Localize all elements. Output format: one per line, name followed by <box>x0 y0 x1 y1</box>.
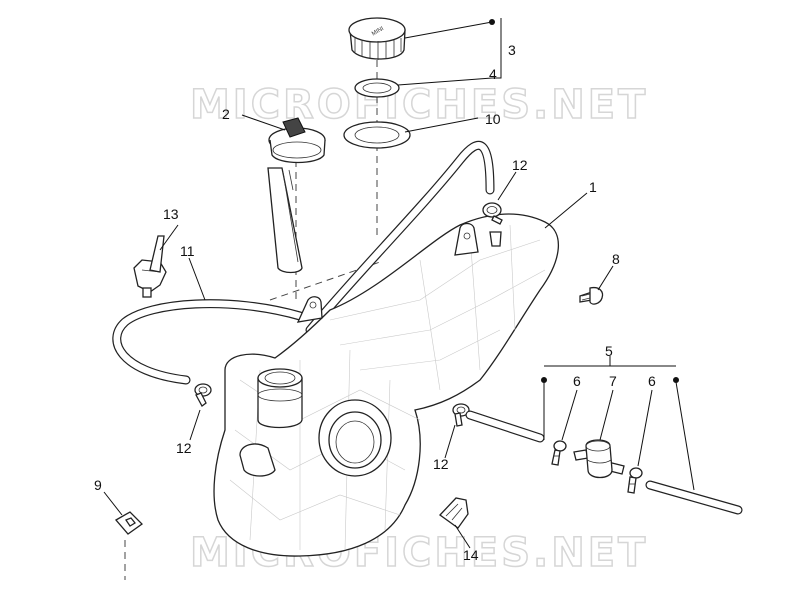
callout-9: 9 <box>94 477 102 493</box>
hose-clamp-left <box>194 383 212 407</box>
callout-12-left: 12 <box>176 440 192 456</box>
callout-10: 10 <box>485 111 501 127</box>
callout-13: 13 <box>163 206 179 222</box>
callout-7: 7 <box>609 373 617 389</box>
fuel-level-sender <box>267 117 326 274</box>
tank-filler-neck <box>257 377 303 429</box>
callout-8: 8 <box>612 251 620 267</box>
callout-3: 3 <box>508 42 516 58</box>
callout-2: 2 <box>222 106 230 122</box>
cap-gasket <box>354 78 400 98</box>
callout-11: 11 <box>180 243 195 259</box>
fuel-tank <box>213 213 559 557</box>
callout-5: 5 <box>605 343 613 359</box>
breather-assembly <box>465 410 743 515</box>
callout-14: 14 <box>463 547 479 563</box>
vent-valve <box>133 235 167 298</box>
callout-labels: 1 2 3 4 5 6 6 7 8 9 10 11 12 12 12 13 14 <box>94 42 656 563</box>
cap-logo-text: MINI <box>371 26 385 38</box>
callout-4: 4 <box>489 66 497 82</box>
mounting-bolt <box>579 286 604 305</box>
vent-hose-left <box>112 299 305 385</box>
callout-6-right: 6 <box>648 373 656 389</box>
tank-tab-left <box>296 296 323 323</box>
hose-clamp-top <box>482 202 503 225</box>
leader-lines <box>103 18 695 549</box>
callout-1: 1 <box>589 179 597 195</box>
inline-filter <box>573 439 625 479</box>
filler-cap: MINI <box>348 17 406 60</box>
sender-gasket <box>343 121 411 149</box>
clip-nut <box>114 511 144 535</box>
callout-12-center: 12 <box>433 456 449 472</box>
callout-6-left: 6 <box>573 373 581 389</box>
hose-clamp-6-right <box>627 467 643 494</box>
callout-12-top: 12 <box>512 157 528 173</box>
hose-clamp-center <box>452 403 470 427</box>
tank-side-bracket <box>239 443 276 477</box>
retaining-clip <box>439 497 469 529</box>
watermark-top: MICROFICHES.NET <box>190 82 648 128</box>
hose-clamp-6-left <box>551 440 567 466</box>
breather-hose-top <box>305 140 495 335</box>
